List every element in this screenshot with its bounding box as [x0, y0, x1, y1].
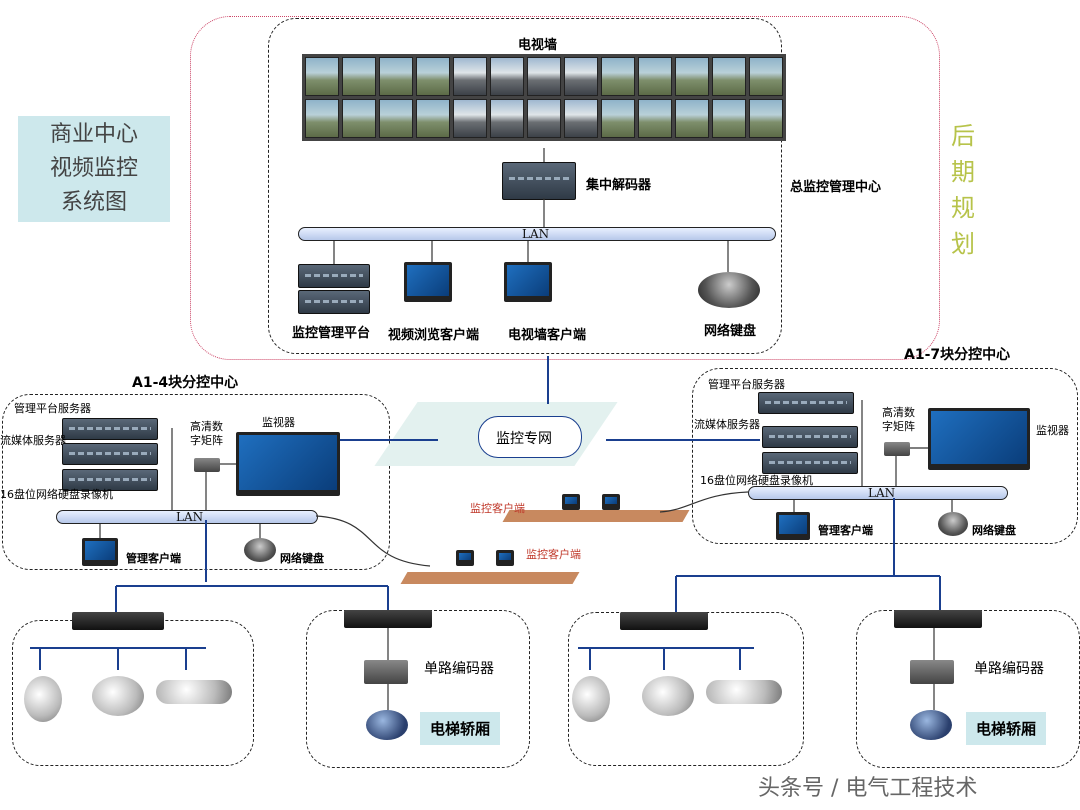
a17-stream-server	[762, 426, 858, 448]
diagram-title-box: 商业中心 视频监控 系统图	[18, 116, 170, 222]
central-outer-region	[190, 16, 940, 360]
a14-nvr-label: 16盘位网络硬盘录像机	[0, 488, 113, 501]
left-elevator-camera-icon	[366, 710, 408, 740]
monitor-client-label-2: 监控客户端	[526, 548, 581, 561]
a14-mgmt-client-label: 管理客户端	[126, 552, 181, 565]
monitor-client-label-1: 监控客户端	[470, 502, 525, 515]
private-network-cloud	[478, 416, 582, 458]
left-encoder-device	[364, 660, 408, 684]
left-dome-camera-icon	[92, 676, 144, 716]
a17-nvr	[762, 452, 858, 474]
a14-lan-label: LAN	[176, 510, 204, 524]
a17-network-keyboard	[938, 512, 968, 536]
central-platform-server-2	[298, 290, 370, 314]
left-switch-2	[344, 610, 432, 628]
a14-mgmt-server	[62, 418, 158, 440]
a17-mgmt-pc	[776, 512, 810, 540]
a17-keyboard-label: 网络键盘	[972, 524, 1016, 537]
decoder-device	[502, 162, 576, 200]
a17-nvr-label: 16盘位网络硬盘录像机	[700, 474, 813, 487]
a14-monitor-label: 监视器	[262, 416, 295, 429]
client-platform-2	[400, 572, 580, 584]
video-wall-label: 电视墙	[518, 38, 558, 53]
a17-monitor	[928, 408, 1030, 470]
a14-network-keyboard	[244, 538, 276, 562]
right-ptz-camera-icon	[572, 676, 610, 722]
decoder-label: 集中解码器	[586, 178, 652, 193]
left-bullet-camera-icon	[156, 680, 232, 704]
right-bullet-camera-icon	[706, 680, 782, 704]
right-encoder-device	[910, 660, 954, 684]
client-platform-1	[502, 510, 690, 522]
a14-monitor	[236, 432, 340, 496]
central-device-label-wall: 电视墙客户端	[508, 328, 587, 343]
a17-matrix-device	[884, 442, 910, 456]
central-device-label-platform: 监控管理平台	[292, 326, 371, 341]
client-pc-2	[602, 494, 620, 510]
a17-mgmt-server-label: 管理平台服务器	[708, 378, 785, 391]
right-encoder-label: 单路编码器	[974, 661, 1044, 677]
a17-mgmt-client-label: 管理客户端	[818, 524, 873, 537]
right-elevator-camera-icon	[910, 710, 952, 740]
a17-stream-server-label: 流媒体服务器	[694, 418, 760, 431]
central-lan	[298, 227, 776, 241]
central-network-keyboard	[698, 272, 760, 308]
left-switch-1	[72, 612, 164, 630]
central-lan-label: LAN	[522, 227, 550, 241]
video-wall	[302, 54, 786, 141]
a14-matrix-label: 高清数 字矩阵	[190, 420, 223, 447]
left-ptz-camera-icon	[24, 676, 62, 722]
a17-monitor-label: 监视器	[1036, 424, 1069, 437]
central-monitoring-region	[268, 18, 782, 354]
a14-title: A1-4块分控中心	[132, 375, 239, 391]
a17-lan-label: LAN	[868, 486, 896, 500]
a14-stream-server-label: 流媒体服务器	[0, 434, 66, 447]
left-encoder-label: 单路编码器	[424, 661, 494, 677]
right-switch-1	[620, 612, 708, 630]
diagram-title: 商业中心 视频监控 系统图	[49, 122, 138, 215]
central-device-label-keyboard: 网络键盘	[704, 324, 757, 339]
watermark: 头条号 / 电气工程技术	[758, 776, 978, 801]
right-dome-camera-icon	[642, 676, 694, 716]
a17-mgmt-server	[758, 392, 854, 414]
a17-matrix-label: 高清数 字矩阵	[882, 406, 915, 433]
a17-title: A1-7块分控中心	[904, 347, 1011, 363]
a14-nvr	[62, 469, 158, 491]
client-pc-4	[496, 550, 514, 566]
a14-mgmt-pc	[82, 538, 118, 566]
a14-region	[2, 394, 390, 570]
central-center-label: 总监控管理中心	[790, 180, 882, 195]
central-browse-pc	[404, 262, 452, 302]
a14-stream-server	[62, 443, 158, 465]
private-network-label: 监控专网	[496, 431, 552, 447]
a14-mgmt-server-label: 管理平台服务器	[14, 402, 91, 415]
right-switch-2	[894, 610, 982, 628]
client-pc-1	[562, 494, 580, 510]
a17-region	[692, 368, 1078, 544]
right-elevator-label: 电梯轿厢	[966, 712, 1047, 745]
a14-keyboard-label: 网络键盘	[280, 552, 324, 565]
a14-matrix-device	[194, 458, 220, 472]
future-plan-label: 后 期 规 划	[951, 122, 975, 258]
a17-lan	[748, 486, 1008, 500]
central-wall-pc	[504, 262, 552, 302]
central-device-label-browse: 视频浏览客户端	[388, 328, 480, 343]
central-platform-server	[298, 264, 370, 288]
left-elevator-label: 电梯轿厢	[420, 712, 501, 745]
client-pc-3	[456, 550, 474, 566]
